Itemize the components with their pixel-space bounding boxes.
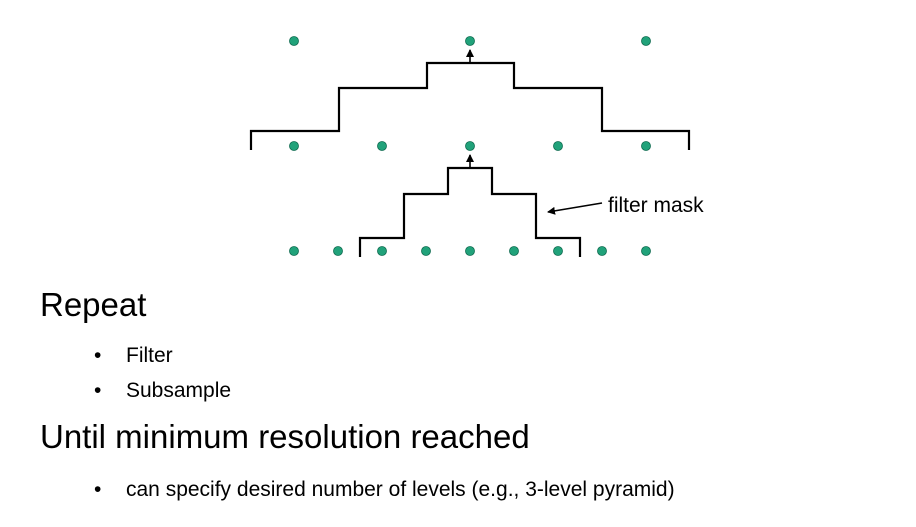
bullet-text: Subsample [126,379,232,402]
sample-dot [509,246,519,256]
sample-dot [289,36,299,46]
filter-mask-pointer-arrow [547,202,603,215]
sample-dot [289,246,299,256]
sample-dot [421,246,431,256]
sample-dot [465,36,475,46]
top-filter-mask [249,61,691,150]
bullet-item-filter: • Filter [94,338,231,373]
bullet-item-subsample: • Subsample [94,373,232,408]
sample-dot [641,246,651,256]
until-heading: Until minimum resolution reached [40,418,530,455]
bullet-text: can specify desired number of levels (e.… [126,478,675,501]
bullet-icon: • [94,379,102,402]
sample-dot [333,246,343,256]
sample-dot [377,246,387,256]
sample-dot [289,141,299,151]
sample-dot [641,141,651,151]
sample-dot [465,246,475,256]
bullet-item-levels: • can specify desired number of levels (… [94,472,675,507]
bullet-text: Filter [126,344,173,367]
sample-dot [465,141,475,151]
sample-dot [377,141,387,151]
repeat-heading: Repeat [40,286,147,323]
top-level-samples [289,36,651,46]
middle-level-samples [289,141,651,151]
sample-dot [641,36,651,46]
until-bullet-list: • can specify desired number of levels (… [94,472,675,507]
repeat-bullet-list: • Filter • Subsample [94,338,232,408]
bullet-icon: • [94,344,102,367]
pyramid-diagram [249,36,691,257]
sample-dot [553,246,563,256]
sample-dot [597,246,607,256]
bullet-icon: • [94,478,102,501]
sample-dot [553,141,563,151]
bottom-filter-mask [358,166,582,257]
filter-mask-label: filter mask [608,194,704,217]
bottom-level-samples [289,246,651,256]
